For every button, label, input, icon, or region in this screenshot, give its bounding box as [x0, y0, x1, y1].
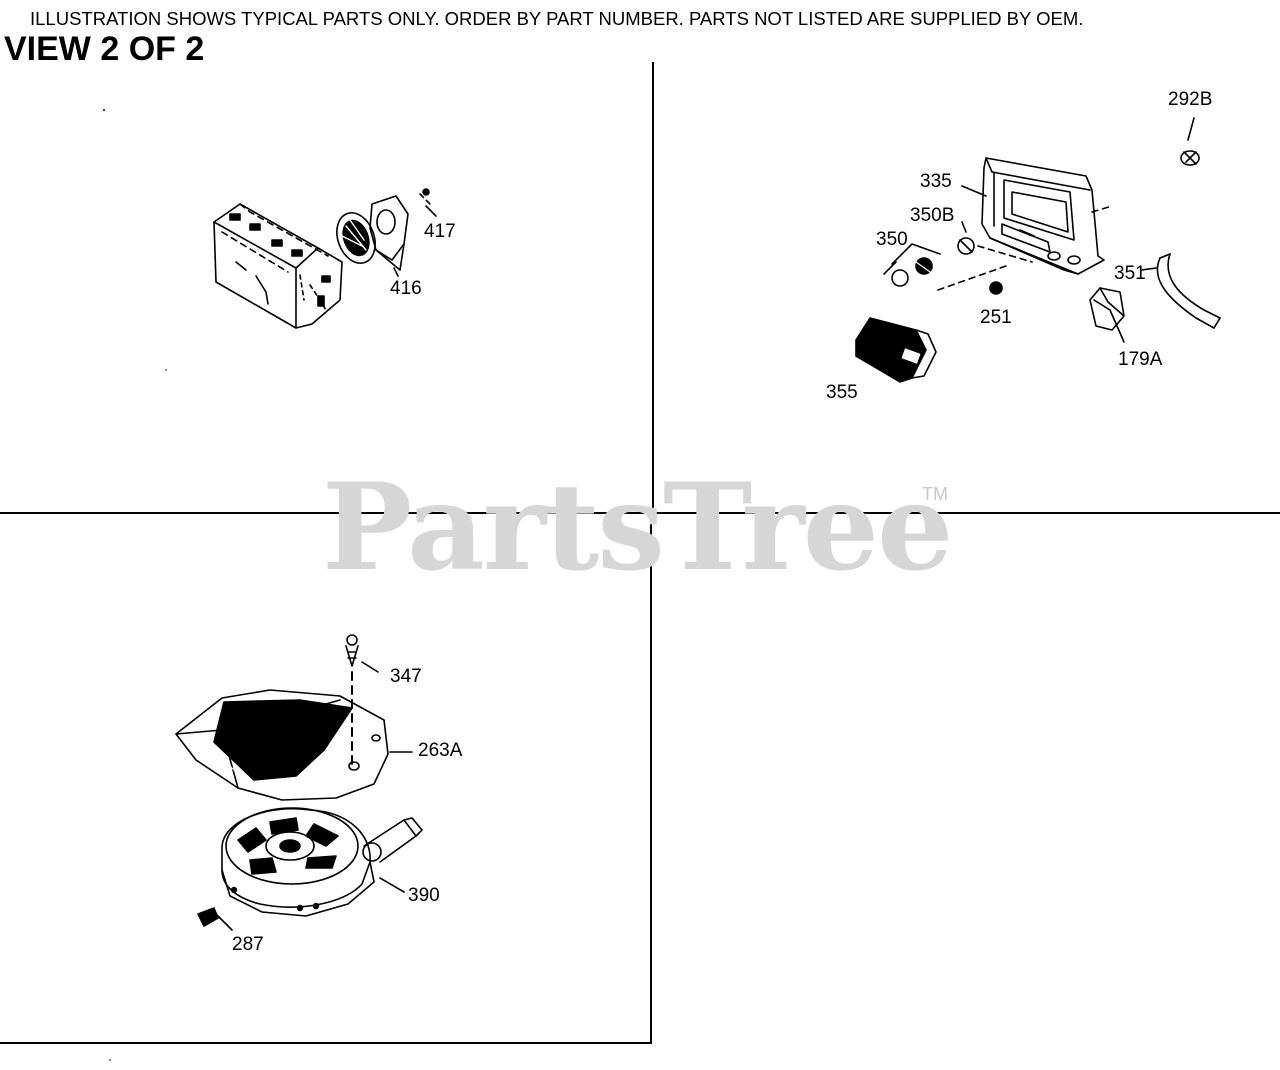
screw-417-drawing	[419, 188, 433, 207]
callout-263A: 263A	[418, 740, 463, 761]
cable-351-drawing	[1156, 253, 1221, 329]
vertical-divider-top	[652, 62, 654, 512]
callout-351: 351	[1114, 263, 1146, 284]
watermark-trademark: TM	[922, 484, 948, 504]
muffler-body-drawing	[213, 203, 343, 329]
callout-350: 350	[876, 229, 908, 250]
muffler-deflector-drawing	[369, 195, 409, 271]
callout-335: 335	[920, 171, 952, 192]
callout-350B: 350B	[910, 205, 955, 226]
knob-355-drawing	[855, 317, 937, 383]
watermark-logo: PartsTree	[322, 457, 953, 598]
callout-417: 417	[424, 221, 456, 242]
cover-263A-drawing	[175, 689, 413, 801]
callout-251: 251	[980, 307, 1012, 328]
muffler-screen-drawing	[336, 212, 376, 264]
screw-347-drawing	[345, 634, 379, 673]
callout-390: 390	[408, 885, 440, 906]
switch-350B-drawing	[957, 237, 1033, 263]
header-note: ILLUSTRATION SHOWS TYPICAL PARTS ONLY. O…	[30, 8, 1084, 29]
starter-390-drawing	[221, 807, 423, 917]
scan-specks	[103, 109, 167, 1061]
callout-292B: 292B	[1168, 89, 1213, 110]
callout-355: 355	[826, 382, 858, 403]
bottom-left-border	[0, 1042, 652, 1044]
callout-347: 347	[390, 666, 422, 687]
callout-287: 287	[232, 934, 264, 955]
bracket-179A-drawing	[1089, 287, 1125, 343]
control-panel-drawing	[981, 157, 1113, 275]
nut-251-drawing	[989, 281, 1003, 295]
screw-287-drawing	[197, 907, 233, 931]
callout-416: 416	[390, 278, 422, 299]
view-title: VIEW 2 OF 2	[4, 30, 205, 68]
callout-179A: 179A	[1118, 349, 1163, 370]
horizontal-divider	[0, 512, 1280, 514]
switch-350-drawing	[883, 243, 941, 287]
clip-292B-drawing	[1180, 117, 1200, 166]
vertical-divider-bottom	[650, 512, 652, 1044]
